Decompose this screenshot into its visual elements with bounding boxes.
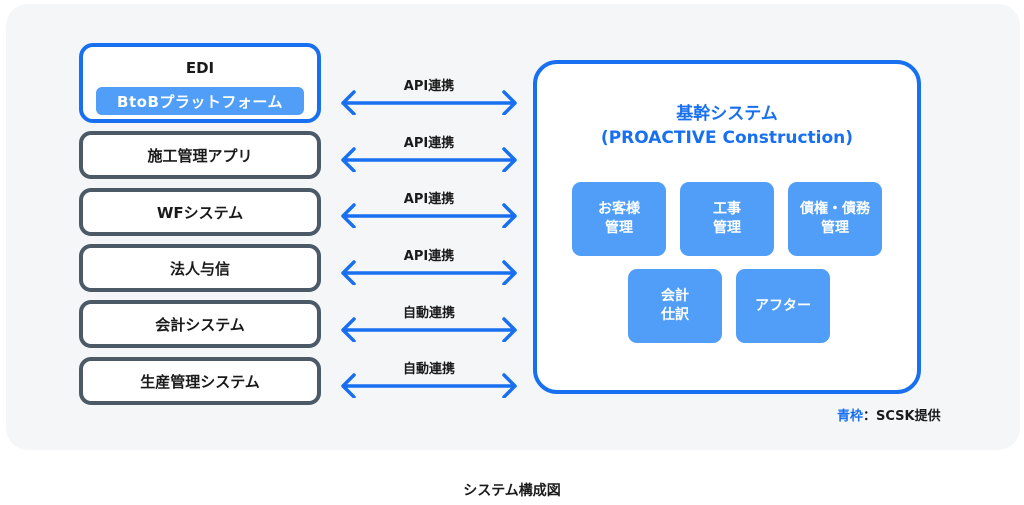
- btob-platform-label: BtoBプラットフォーム: [96, 87, 304, 115]
- double-arrow-icon: [341, 373, 517, 398]
- connection-wf: API連携: [340, 188, 518, 228]
- core-system-title: 基幹システム (PROACTIVE Construction): [537, 102, 917, 150]
- legend-separator: ：: [863, 409, 877, 424]
- connection-label: API連携: [403, 79, 455, 94]
- connection-accounting: 自動連携: [340, 302, 518, 342]
- connection-label: 自動連携: [402, 362, 455, 377]
- system-box-production: 生産管理システム: [79, 357, 321, 405]
- module-receivables-payables: 債権・債務 管理: [788, 182, 882, 256]
- module-after-service: アフター: [736, 269, 830, 343]
- connection-label: API連携: [403, 136, 455, 151]
- system-box-wf: WFシステム: [79, 188, 321, 236]
- connection-label: API連携: [403, 192, 455, 207]
- core-system-box: 基幹システム (PROACTIVE Construction) お客様 管理 工…: [533, 60, 921, 394]
- double-arrow-icon: [341, 90, 517, 115]
- system-box-corporate-credit: 法人与信: [79, 244, 321, 292]
- double-arrow-icon: [341, 317, 517, 342]
- core-title-line2: (PROACTIVE Construction): [600, 128, 854, 148]
- edi-box: EDI BtoBプラットフォーム: [79, 43, 321, 123]
- legend: 青枠：SCSK提供: [837, 405, 941, 424]
- connection-production: 自動連携: [340, 358, 518, 398]
- core-title-line1: 基幹システム: [676, 104, 778, 124]
- system-box-construction-app: 施工管理アプリ: [79, 131, 321, 179]
- double-arrow-icon: [341, 147, 517, 172]
- figure-caption: システム構成図: [463, 483, 561, 499]
- connection-construction-app: API連携: [340, 132, 518, 172]
- system-box-accounting: 会計システム: [79, 300, 321, 348]
- double-arrow-icon: [341, 203, 517, 228]
- connection-label: 自動連携: [402, 306, 455, 321]
- legend-key: 青枠: [837, 409, 864, 424]
- edi-title: EDI: [185, 59, 215, 77]
- module-accounting-journal: 会計 仕訳: [628, 269, 722, 343]
- connection-corporate-credit: API連携: [340, 245, 518, 285]
- module-construction-management: 工事 管理: [680, 182, 774, 256]
- module-customer-management: お客様 管理: [572, 182, 666, 256]
- double-arrow-icon: [341, 260, 517, 285]
- legend-text: SCSK提供: [876, 409, 941, 424]
- connection-label: API連携: [403, 249, 455, 264]
- connection-edi: API連携: [340, 75, 518, 115]
